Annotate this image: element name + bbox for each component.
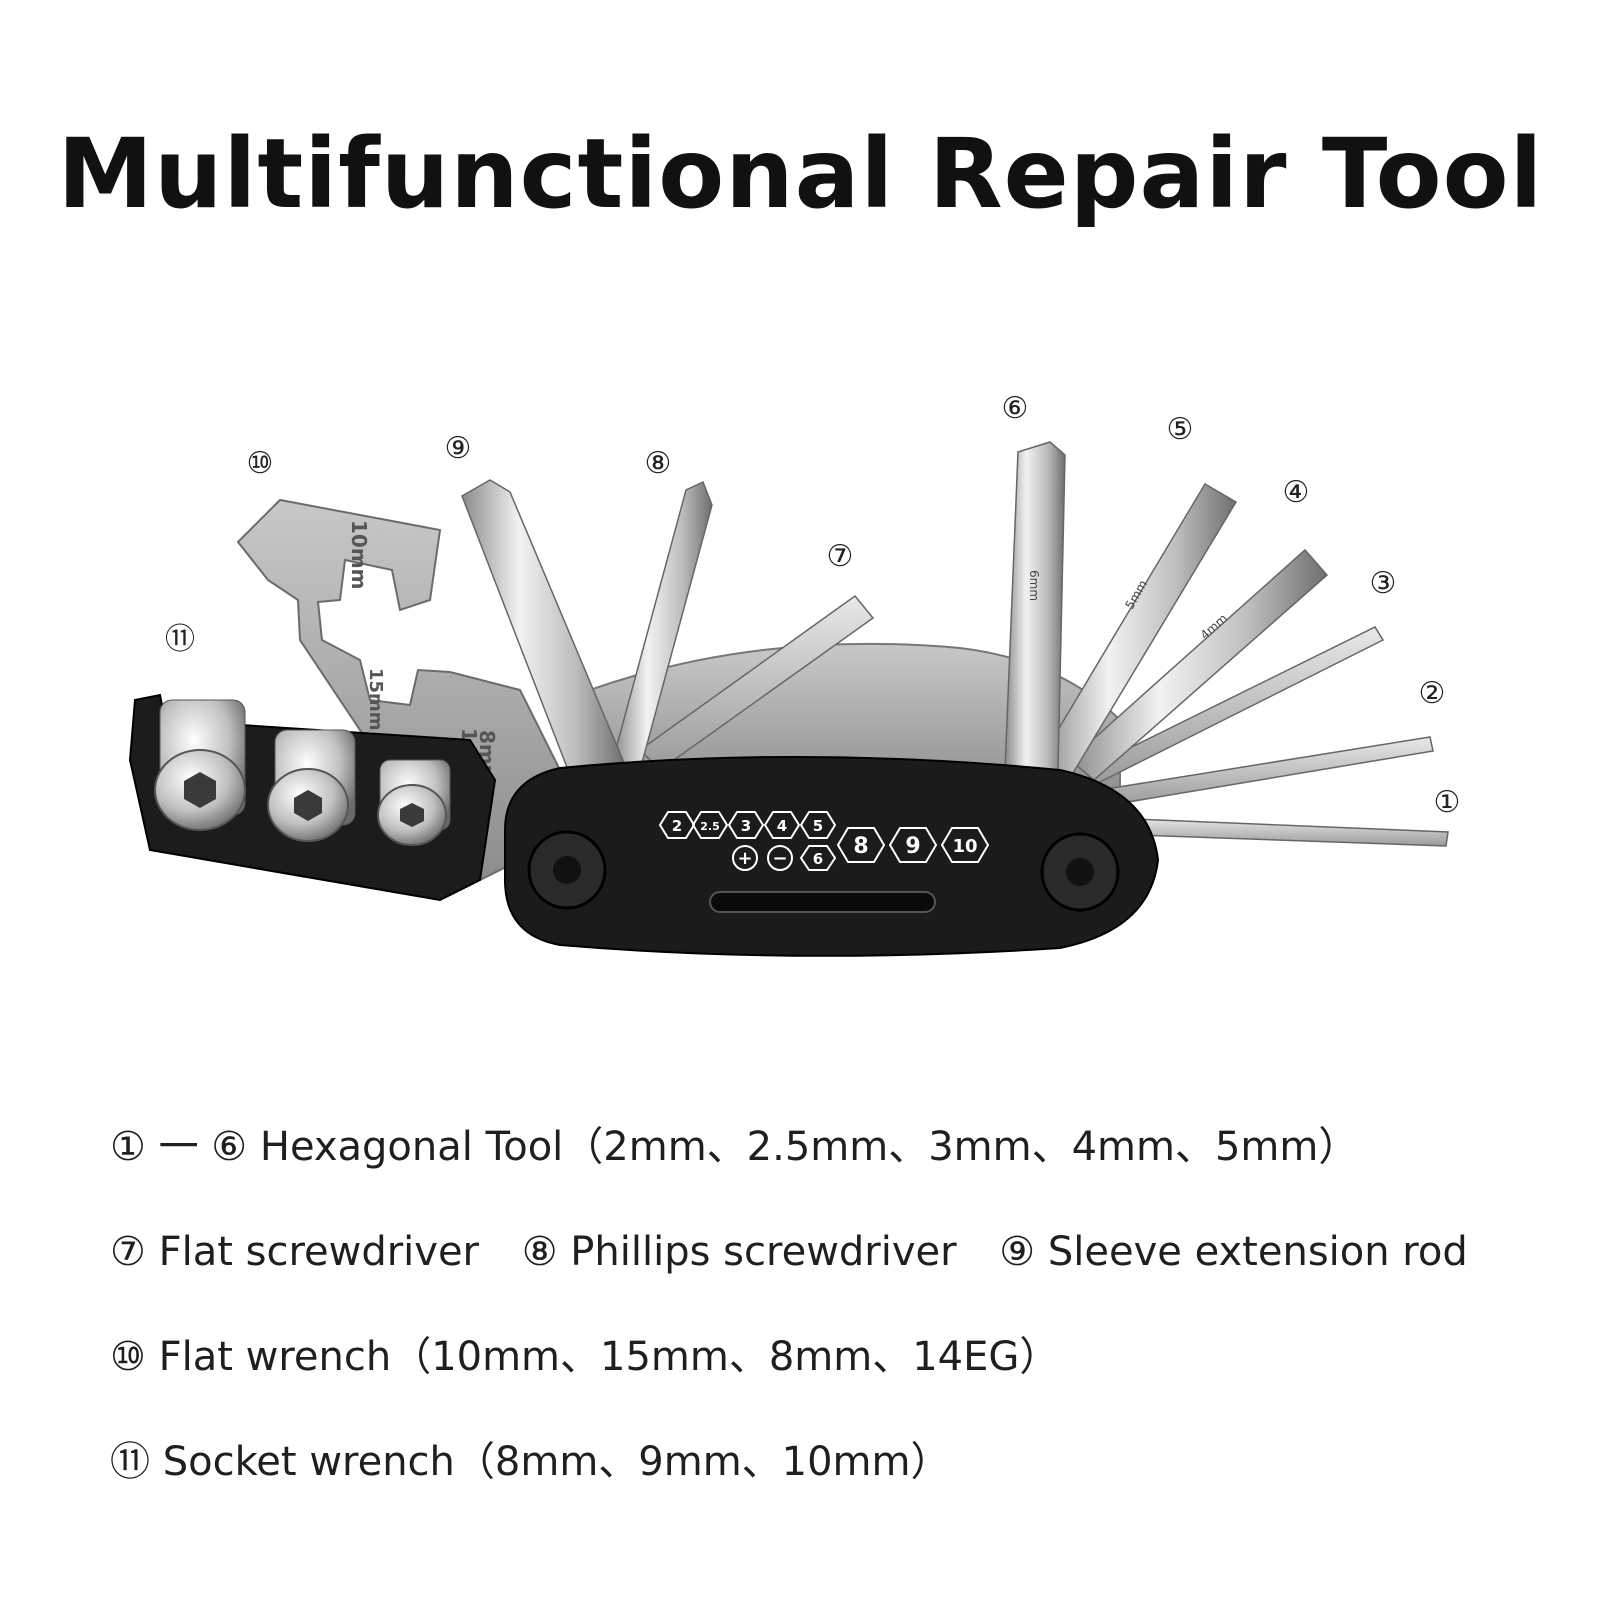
socket-size-8: 8 — [853, 834, 868, 859]
hex-key-5: 5mm — [1038, 482, 1238, 780]
socket-size-9: 9 — [905, 834, 920, 859]
callout-5: ⑤ — [1167, 412, 1194, 447]
description-sleeve-extension-rod: ⑨ Sleeve extension rod — [999, 1229, 1468, 1275]
description-phillips-screwdriver: ⑧ Phillips screwdriver — [521, 1229, 957, 1275]
description-screwdrivers-row: ⑦ Flat screwdriver ⑧ Phillips screwdrive… — [110, 1227, 1570, 1277]
socket-size-10: 10 — [952, 836, 977, 857]
callout-8: ⑧ — [645, 446, 672, 481]
hex-size-2: 2 — [672, 817, 682, 835]
hex-key-6: 6mm — [1004, 441, 1066, 771]
flat-mark: − — [772, 848, 787, 869]
socket-wrench-holder-11 — [128, 693, 497, 902]
callout-10: ⑩ — [247, 446, 274, 481]
callout-2: ② — [1419, 676, 1446, 711]
wrench-marking-15: 15mm — [365, 668, 386, 731]
callout-6: ⑥ — [1002, 391, 1029, 426]
callout-1: ① — [1434, 785, 1461, 820]
hex-size-4: 4 — [777, 817, 787, 835]
description-list: ① 一 ⑥ Hexagonal Tool（2mm、2.5mm、3mm、4mm、5… — [110, 1122, 1570, 1487]
callout-9: ⑨ — [445, 431, 472, 466]
page-title: Multifunctional Repair Tool — [57, 118, 1544, 230]
wrench-marking-10: 10mm — [347, 520, 371, 590]
sleeve-extension-rod-9 — [461, 479, 627, 776]
description-hexagonal-tool: ① 一 ⑥ Hexagonal Tool（2mm、2.5mm、3mm、4mm、5… — [110, 1124, 1359, 1170]
hex-key-6-marking: 6mm — [1027, 570, 1041, 601]
description-socket-wrench: ⑪ Socket wrench（8mm、9mm、10mm） — [110, 1439, 951, 1485]
callouts: ① ② ③ ④ ⑤ ⑥ ⑦ ⑧ ⑨ ⑩ ⑪ — [165, 391, 1460, 820]
callout-7: ⑦ — [827, 539, 854, 574]
body-slot — [709, 891, 936, 913]
callout-3: ③ — [1370, 566, 1397, 601]
hex-key-1 — [1107, 817, 1449, 847]
hex-size-5: 5 — [813, 817, 823, 835]
size-markings — [658, 811, 990, 871]
phillips-mark: + — [737, 848, 752, 869]
tool-body: 2 2.5 3 4 5 + − 6 8 9 10 — [504, 755, 1160, 957]
hex-size-2-5: 2.5 — [700, 820, 720, 833]
hex-size-6: 6 — [813, 850, 823, 868]
hex-size-3: 3 — [741, 817, 751, 835]
size-marking-labels: 2 2.5 3 4 5 + − 6 8 9 10 — [672, 817, 978, 869]
callout-4: ④ — [1283, 475, 1310, 510]
callout-11: ⑪ — [165, 622, 195, 657]
description-flat-wrench: ⑩ Flat wrench（10mm、15mm、8mm、14EG） — [110, 1334, 1060, 1380]
description-flat-screwdriver: ⑦ Flat screwdriver — [110, 1229, 480, 1275]
